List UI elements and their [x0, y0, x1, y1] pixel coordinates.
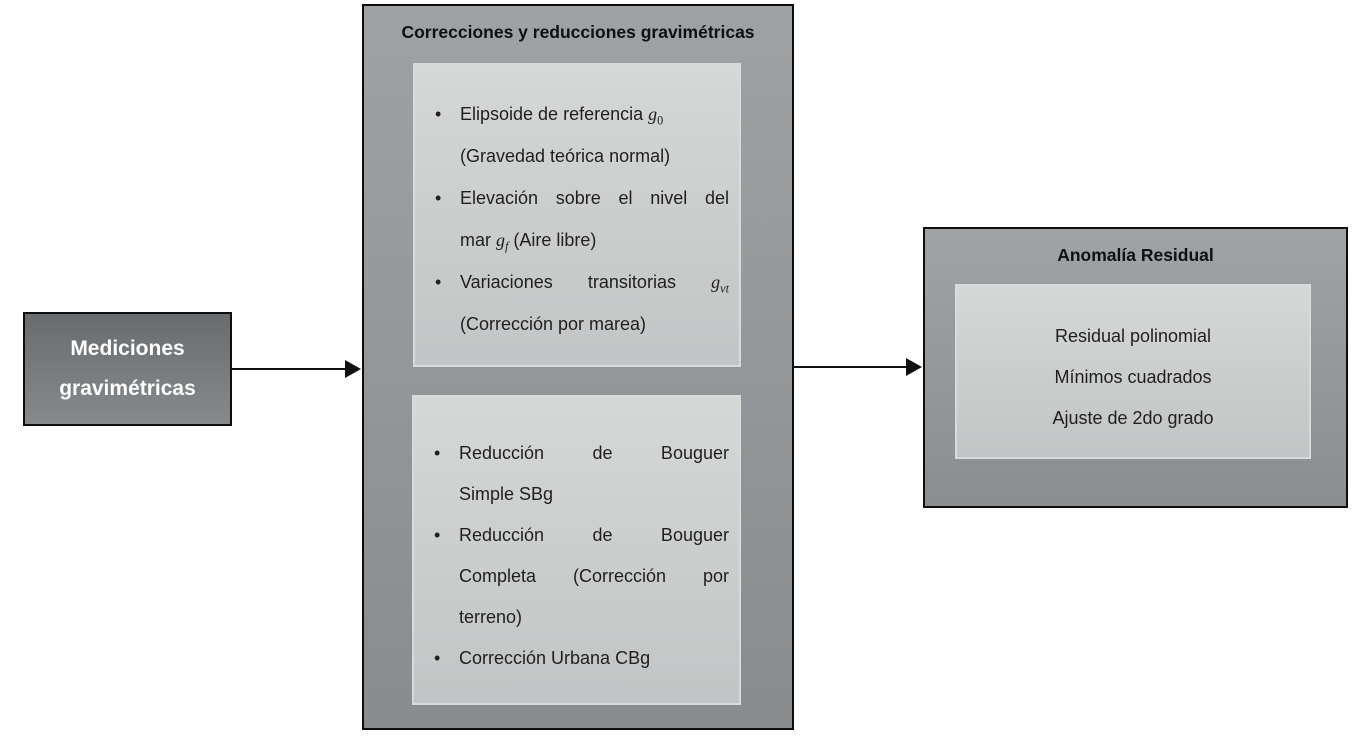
bullet-bouguer-completa-line1: Reducción de Bouguer — [459, 515, 729, 556]
bullet-bouguer-completa-line3: terreno) — [459, 597, 729, 638]
bullet-elipsoide-line2: (Gravedad teórica normal) — [460, 135, 729, 177]
bullet-text: Simple SBg — [459, 484, 554, 504]
panel-correcciones-primarias: Elipsoide de referencia g0 (Gravedad teó… — [413, 63, 741, 367]
bullet-bouguer-completa-line2: Completa (Corrección por — [459, 556, 729, 597]
node-mediciones-gravimetricas: Mediciones gravimétricas — [23, 312, 232, 426]
node-mediciones-label: Mediciones gravimétricas — [59, 337, 196, 400]
panel-reducciones-bouguer: Reducción de Bouguer Simple SBg Reducció… — [412, 395, 741, 705]
node-anomalia-title: Anomalía Residual — [1057, 245, 1214, 265]
arrow-middle-to-right-head-icon — [906, 358, 922, 376]
bullet-text: (Aire libre) — [508, 230, 597, 250]
bullet-text: (Corrección por marea) — [460, 314, 647, 334]
bullet-text: Corrección Urbana CBg — [459, 648, 651, 668]
bullet-variaciones-line1: Variaciones transitorias gvt — [460, 261, 729, 303]
math-g0: g0 — [648, 104, 663, 127]
bullet-bouguer-simple-line2: Simple SBg — [459, 474, 729, 515]
arrow-left-to-middle-line — [231, 368, 345, 370]
math-symbol: g — [648, 104, 658, 124]
bullet-bouguer-simple: Reducción de Bouguer Simple SBg — [434, 433, 729, 515]
bullet-variaciones-line2: (Corrección por marea) — [460, 303, 729, 345]
bullet-text: Elipsoide de referencia — [460, 104, 649, 124]
bullet-text: (Gravedad teórica normal) — [460, 146, 671, 166]
math-gf: gf — [496, 230, 508, 253]
math-subscript: vt — [720, 281, 729, 296]
bullet-variaciones: Variaciones transitorias gvt (Corrección… — [435, 261, 729, 345]
anomalia-item-residual-polinomial: Residual polinomial — [1054, 326, 1212, 346]
bullet-text: Reducción de Bouguer — [459, 443, 729, 463]
math-symbol: g — [711, 272, 721, 292]
bullet-text: Reducción de Bouguer — [459, 525, 729, 545]
bullet-text: Completa (Corrección por — [459, 566, 729, 586]
bullet-elipsoide: Elipsoide de referencia g0 (Gravedad teó… — [435, 93, 729, 177]
bullet-bouguer-simple-line1: Reducción de Bouguer — [459, 433, 729, 474]
math-subscript: 0 — [657, 113, 664, 128]
bullet-text: Variaciones transitorias — [460, 272, 712, 292]
arrow-left-to-middle-head-icon — [345, 360, 361, 378]
bullet-correccion-urbana: Corrección Urbana CBg — [434, 638, 729, 679]
bullet-text: terreno) — [459, 607, 523, 627]
node-correcciones-title: Correcciones y reducciones gravimétricas — [401, 22, 755, 42]
math-symbol: g — [496, 230, 505, 250]
bullet-text: mar — [460, 230, 496, 250]
arrow-middle-to-right-line — [794, 366, 906, 368]
bullet-correccion-urbana-line1: Corrección Urbana CBg — [459, 638, 729, 679]
bullet-elevacion-line2: mar gf (Aire libre) — [460, 219, 729, 261]
math-subscript: f — [505, 239, 509, 254]
panel-anomalia-metodos: Residual polinomial Mínimos cuadrados Aj… — [955, 284, 1311, 459]
anomalia-item-minimos-cuadrados: Mínimos cuadrados — [1054, 367, 1212, 387]
math-gvt: gvt — [711, 272, 729, 295]
bullet-text: Elevación sobre el nivel del — [460, 188, 729, 208]
bullet-elevacion: Elevación sobre el nivel del mar gf (Air… — [435, 177, 729, 261]
bullet-elipsoide-line1: Elipsoide de referencia g0 — [460, 93, 729, 135]
bullet-bouguer-completa: Reducción de Bouguer Completa (Correcció… — [434, 515, 729, 638]
anomalia-item-ajuste-2do-grado: Ajuste de 2do grado — [1052, 408, 1214, 428]
bullet-elevacion-line1: Elevación sobre el nivel del — [460, 177, 729, 219]
